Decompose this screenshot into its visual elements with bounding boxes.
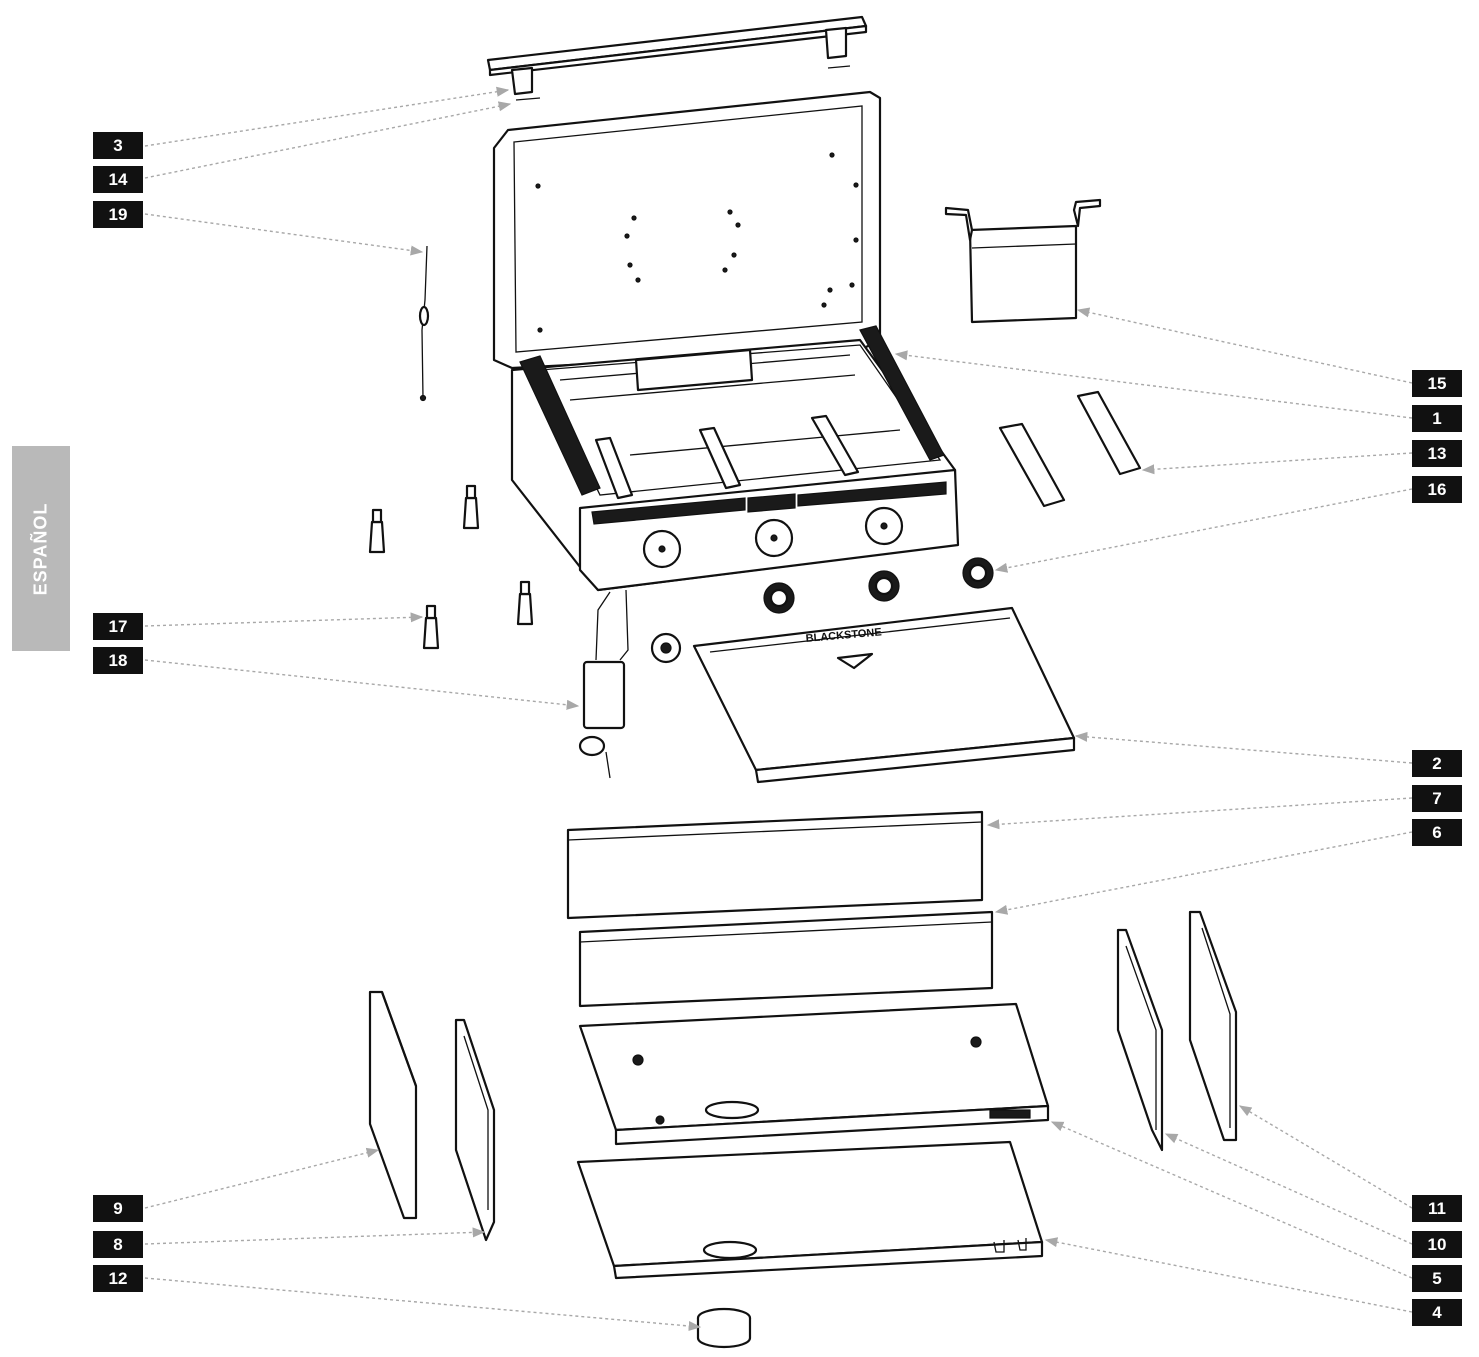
bottom-shelf-part — [578, 1002, 1050, 1146]
lid-part — [492, 90, 882, 370]
callout-3: 3 — [93, 132, 143, 159]
callout-10: 10 — [1412, 1231, 1462, 1258]
lid-handle-part — [486, 15, 868, 101]
left-side-panels-part — [368, 990, 496, 1242]
bottom-tray-part — [576, 1140, 1044, 1280]
front-panel-part — [566, 810, 984, 920]
grease-bracket-part — [944, 198, 1102, 324]
callout-11: 11 — [1412, 1195, 1462, 1222]
callout-5: 5 — [1412, 1265, 1462, 1292]
leg-feet-part — [368, 484, 534, 650]
right-side-panels-part — [1116, 910, 1238, 1152]
callout-6: 6 — [1412, 819, 1462, 846]
leader-lines — [144, 86, 1413, 1332]
callout-1: 1 — [1412, 405, 1462, 432]
language-tab-label: ESPAÑOL — [30, 502, 51, 595]
callout-15: 15 — [1412, 370, 1462, 397]
callout-8: 8 — [93, 1231, 143, 1258]
callout-19: 19 — [93, 201, 143, 228]
callout-4: 4 — [1412, 1299, 1462, 1326]
callout-9: 9 — [93, 1195, 143, 1222]
callout-18: 18 — [93, 647, 143, 674]
griddle-plate-part: BLACKSTONE — [692, 606, 1076, 784]
callout-14: 14 — [93, 166, 143, 193]
grease-cup-part — [696, 1307, 752, 1349]
callout-7: 7 — [1412, 785, 1462, 812]
side-rails-part — [998, 390, 1142, 508]
control-knobs-part — [763, 557, 994, 614]
grill-body-part — [510, 325, 960, 592]
regulator-assembly-part — [578, 589, 682, 779]
rear-panel-part — [578, 910, 994, 1008]
igniter-wire-part — [418, 245, 430, 402]
callout-12: 12 — [93, 1265, 143, 1292]
language-side-tab: ESPAÑOL — [12, 446, 70, 651]
callout-17: 17 — [93, 613, 143, 640]
callout-16: 16 — [1412, 476, 1462, 503]
callout-2: 2 — [1412, 750, 1462, 777]
callout-13: 13 — [1412, 440, 1462, 467]
